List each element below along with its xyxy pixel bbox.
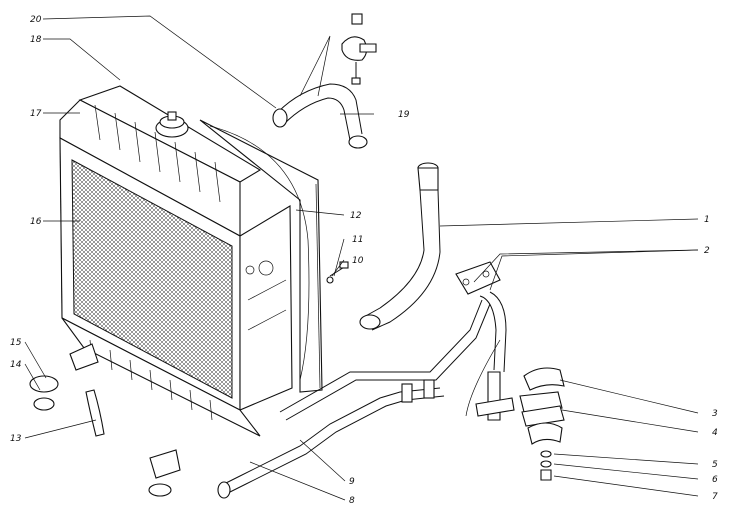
hardware-set (519, 367, 565, 481)
callout-20: 19 (398, 110, 410, 120)
callout-18: 18 (30, 35, 42, 45)
callout-19: 20 (30, 15, 42, 25)
callout-9: 9 (349, 477, 355, 487)
callout-16: 16 (30, 217, 42, 227)
callout-6: 6 (712, 475, 718, 485)
side-panel (239, 205, 293, 411)
top-hose (272, 35, 368, 149)
callout-14: 14 (10, 360, 22, 370)
callout-10: 10 (352, 256, 364, 266)
support-bracket (465, 339, 515, 421)
drain-pipe (217, 379, 445, 499)
filler-cap (155, 111, 189, 138)
lower-center-mount (148, 449, 181, 497)
callout-17: 17 (30, 109, 42, 119)
callout-5: 5 (712, 460, 718, 470)
mounting-bolt (326, 261, 349, 284)
leader-lines (24, 15, 699, 501)
callout-4: 4 (712, 428, 718, 438)
callout-1: 1 (704, 215, 710, 225)
callout-7: 7 (712, 492, 718, 502)
lower-left-mount (29, 343, 105, 437)
radiator-core (59, 137, 241, 411)
callout-3: 3 (712, 409, 718, 419)
hose-clamp-detail (341, 13, 377, 85)
fan-shroud (199, 119, 323, 393)
callout-8: 8 (349, 496, 355, 506)
upper-hose (359, 162, 441, 331)
callout-15: 15 (10, 338, 22, 348)
callout-13: 13 (10, 434, 22, 444)
callout-12: 12 (350, 211, 362, 221)
callout-2: 2 (704, 246, 710, 256)
callout-11: 11 (352, 235, 363, 245)
